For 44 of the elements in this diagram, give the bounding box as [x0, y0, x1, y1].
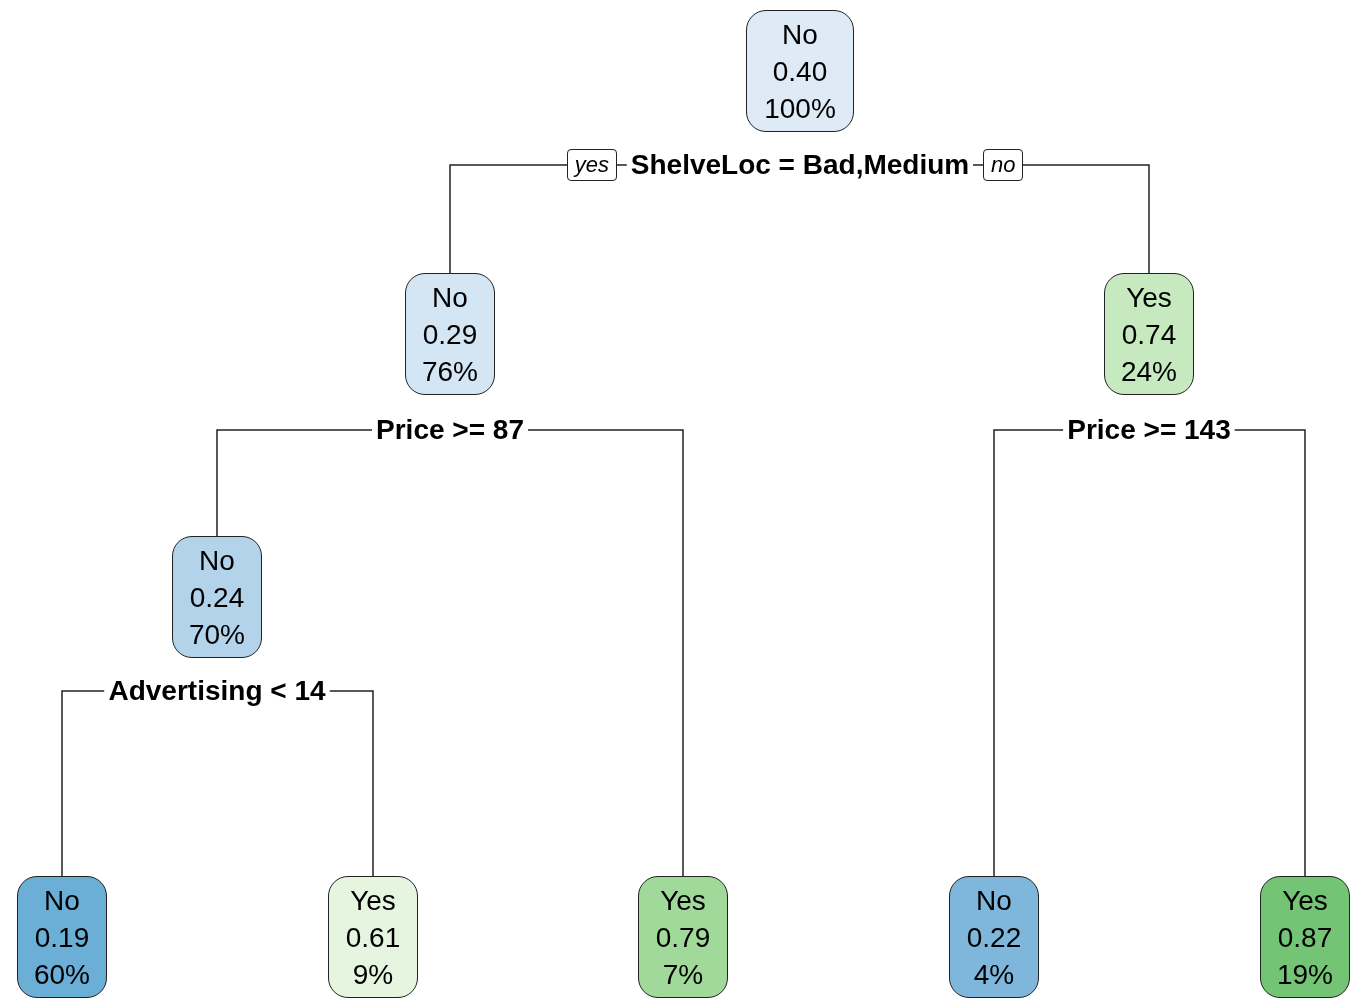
node-text: Yes: [660, 883, 706, 918]
node-text: No: [976, 883, 1012, 918]
node-text: 19%: [1276, 957, 1333, 992]
node-text: 76%: [421, 354, 478, 389]
node-text: Yes: [350, 883, 396, 918]
edge-label: yes: [566, 149, 617, 181]
node-text: 0.29: [422, 317, 478, 352]
node-text: No: [432, 280, 468, 315]
node-text: 0.79: [655, 920, 711, 955]
node-text: 0.87: [1277, 920, 1333, 955]
node-text: 0.40: [772, 54, 828, 89]
tree-node-box: [172, 536, 262, 658]
node-text: 0.74: [1121, 317, 1177, 352]
tree-node-box: [17, 876, 107, 998]
connector-line: [1233, 429, 1306, 877]
connector-line: [216, 429, 373, 537]
tree-node-box: [949, 876, 1039, 998]
connector-line: [527, 429, 684, 877]
node-text: 7%: [662, 957, 704, 992]
tree-node-box: [1104, 273, 1194, 395]
node-text: Yes: [1282, 883, 1328, 918]
connector-line: [993, 429, 1065, 877]
tree-node-box: [638, 876, 728, 998]
node-text: 0.22: [966, 920, 1022, 955]
node-text: No: [782, 17, 818, 52]
node-text: 9%: [352, 957, 394, 992]
connector-line: [328, 690, 374, 877]
node-text: 0.19: [34, 920, 90, 955]
node-text: 0.61: [345, 920, 401, 955]
edge-label: no: [983, 149, 1024, 181]
node-text: 4%: [973, 957, 1015, 992]
tree-node-box: [1260, 876, 1350, 998]
node-text: Yes: [1126, 280, 1172, 315]
node-text: 70%: [188, 617, 245, 652]
tree-node-box: [328, 876, 418, 998]
tree-node-box: [746, 10, 854, 132]
node-text: 100%: [764, 91, 836, 126]
connector-line: [61, 690, 106, 877]
node-text: 24%: [1120, 354, 1177, 389]
node-text: No: [199, 543, 235, 578]
node-text: 0.24: [189, 580, 245, 615]
node-text: 60%: [33, 957, 90, 992]
node-text: No: [44, 883, 80, 918]
tree-node-box: [405, 273, 495, 395]
